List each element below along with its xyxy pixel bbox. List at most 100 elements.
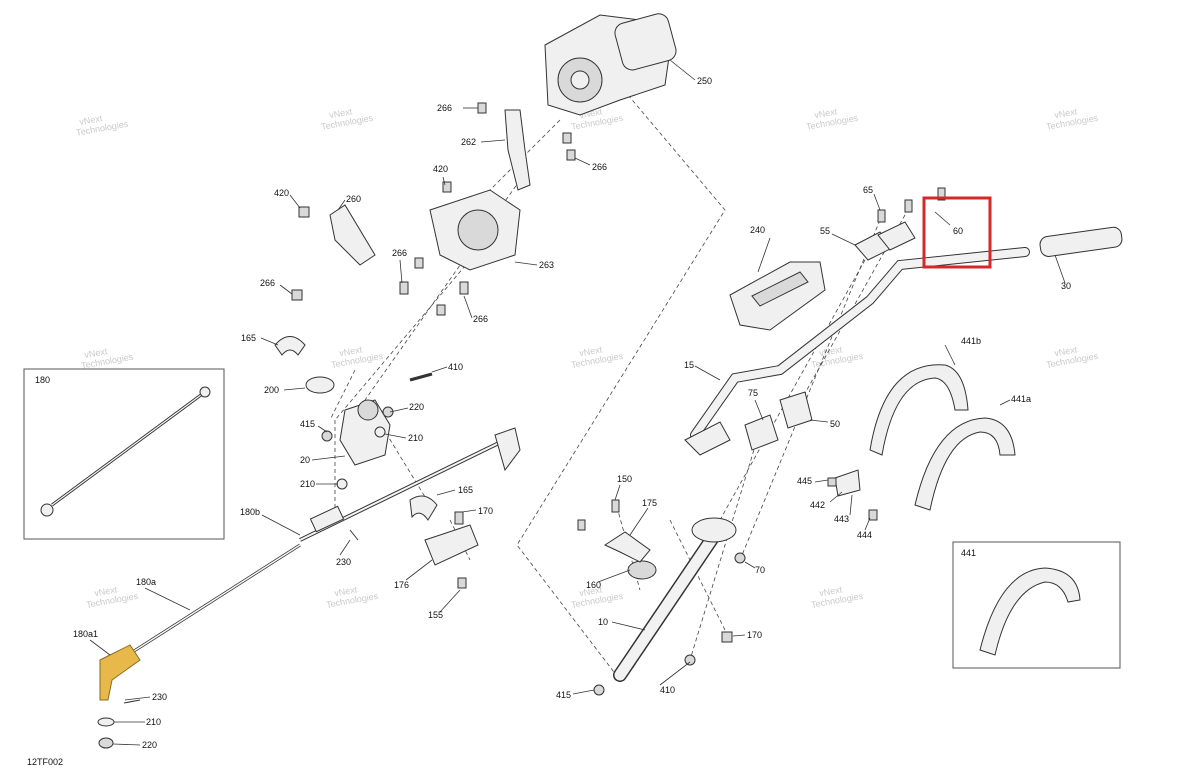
nut-220 [382, 406, 394, 418]
leader-line [399, 259, 403, 284]
leader-line [463, 295, 473, 319]
inset-frame [23, 368, 225, 540]
steering-column [577, 499, 746, 696]
callout-label: 410 [448, 362, 463, 372]
nut-420 [298, 206, 310, 218]
nut-415 [321, 430, 333, 442]
bolt-155 [457, 577, 467, 589]
watermark: vNext Technologies [325, 584, 379, 610]
leader-line [436, 489, 456, 496]
bolt-266 [566, 149, 576, 161]
callout-labels: 250 266 262 266 420 420 260 266 266 263 … [27, 76, 1071, 767]
leader-line [999, 399, 1011, 406]
callout-label: 65 [863, 185, 873, 195]
watermark-line1: vNext [578, 344, 603, 358]
callout-label: 75 [748, 388, 758, 398]
bolt-266 [399, 281, 409, 295]
leader-line [389, 407, 409, 413]
nut-410 [684, 654, 696, 666]
cover-441a [914, 417, 1016, 511]
bolt-266 [562, 132, 572, 144]
bracket-175 [603, 531, 651, 563]
watermark: vNext Technologies [810, 584, 864, 610]
bracket-260 [329, 204, 376, 266]
callout-label: 266 [260, 278, 275, 288]
leader-line [873, 193, 881, 211]
nut-170 [721, 631, 733, 643]
leader-line [260, 337, 279, 346]
leader-line [732, 634, 746, 637]
watermark-line1: vNext [1053, 344, 1078, 358]
watermark: vNext Technologies [80, 346, 134, 371]
nut-420 [442, 181, 452, 193]
bolt-65 [937, 187, 946, 201]
bearing-20 [357, 399, 379, 421]
watermark: vNext Technologies [320, 106, 374, 132]
callout-label: 220 [142, 740, 157, 750]
bolt-266 [291, 289, 303, 301]
callout-label: 260 [346, 194, 361, 204]
callout-label: 240 [750, 225, 765, 235]
steering-unit-hub [570, 70, 590, 90]
leader-line [514, 261, 538, 266]
leader-line [289, 194, 301, 209]
leader-line [572, 689, 595, 695]
clamp-75 [744, 414, 779, 451]
bolt-266 [414, 257, 424, 269]
leader-line [442, 176, 446, 186]
watermark: vNext Technologies [1045, 344, 1099, 370]
leader-line [934, 211, 951, 226]
handlebar-assembly [684, 187, 1123, 456]
bolt-410 [409, 372, 433, 382]
diagram-code: 12TF002 [27, 757, 63, 767]
leader-line [283, 387, 306, 391]
watermark-line1: vNext [1053, 106, 1078, 120]
leader-line [339, 539, 351, 556]
tie-rod-end-180a1 [99, 644, 141, 701]
watermark-line1: vNext [79, 113, 104, 127]
callout-label: 220 [409, 402, 424, 412]
callout-label: 175 [642, 498, 657, 508]
callout-label: 20 [300, 455, 310, 465]
leader-line [89, 639, 111, 656]
callout-label: 441a [1011, 394, 1031, 404]
bolt-150 [577, 519, 586, 531]
callout-label: 230 [152, 692, 167, 702]
bolt-266 [477, 102, 487, 114]
watermark-line1: vNext [818, 584, 843, 598]
guide-line [689, 429, 761, 661]
nut-415 [593, 684, 605, 696]
bolt-65 [877, 209, 886, 223]
callout-label: 200 [264, 385, 279, 395]
highlight-box [922, 196, 992, 269]
leader-line [439, 589, 461, 613]
leader-line [124, 696, 151, 701]
leader-line [311, 455, 346, 461]
pin-230 [123, 699, 141, 704]
callout-label: 266 [437, 103, 452, 113]
bolt-65 [904, 199, 913, 213]
washer-70 [734, 552, 746, 564]
callout-label: 210 [408, 433, 423, 443]
steering-motor [614, 13, 677, 71]
callout-label: 266 [592, 162, 607, 172]
bushing-160 [627, 560, 657, 580]
watermark: vNext Technologies [330, 344, 384, 370]
column-flange [691, 517, 737, 543]
guide-line [669, 519, 731, 641]
callout-label: 70 [755, 565, 765, 575]
callout-label: 165 [458, 485, 473, 495]
leader-line [279, 284, 293, 295]
callout-label: 180b [240, 507, 260, 517]
inset-441 [952, 541, 1121, 669]
column-10-tube [614, 524, 724, 681]
clamp-165 [409, 495, 438, 521]
handlebar-tube [691, 248, 1029, 439]
handlebar-pad [729, 261, 826, 331]
leader-line [461, 509, 477, 513]
leader-line [757, 237, 771, 273]
watermark-line1: vNext [578, 584, 603, 598]
leader-line [831, 233, 856, 246]
